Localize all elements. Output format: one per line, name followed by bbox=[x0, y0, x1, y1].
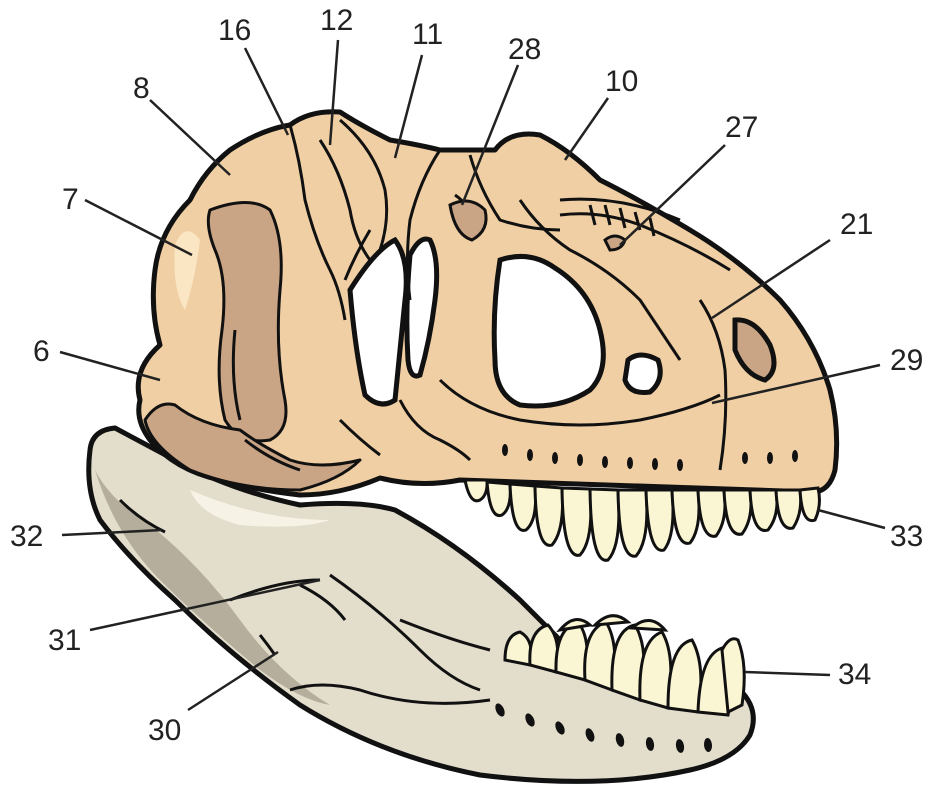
label-6: 6 bbox=[33, 337, 50, 367]
label-29: 29 bbox=[890, 346, 923, 376]
label-11: 11 bbox=[412, 20, 443, 50]
label-27: 27 bbox=[725, 113, 758, 143]
label-7: 7 bbox=[62, 185, 79, 215]
leader-16 bbox=[245, 48, 288, 135]
leader-8 bbox=[150, 100, 230, 175]
maxillary-fenestra bbox=[625, 355, 660, 393]
label-32: 32 bbox=[10, 522, 43, 552]
leader-10 bbox=[565, 98, 608, 160]
label-21: 21 bbox=[840, 210, 873, 240]
label-34: 34 bbox=[838, 660, 871, 690]
leader-34 bbox=[745, 672, 830, 675]
label-16: 16 bbox=[218, 16, 251, 46]
label-33: 33 bbox=[890, 522, 923, 552]
label-28: 28 bbox=[508, 35, 541, 65]
label-8: 8 bbox=[133, 74, 150, 104]
label-10: 10 bbox=[605, 67, 638, 97]
label-31: 31 bbox=[48, 626, 81, 656]
label-12: 12 bbox=[320, 6, 353, 36]
upper-teeth bbox=[465, 480, 819, 560]
leader-33 bbox=[818, 510, 885, 528]
label-30: 30 bbox=[148, 716, 181, 746]
